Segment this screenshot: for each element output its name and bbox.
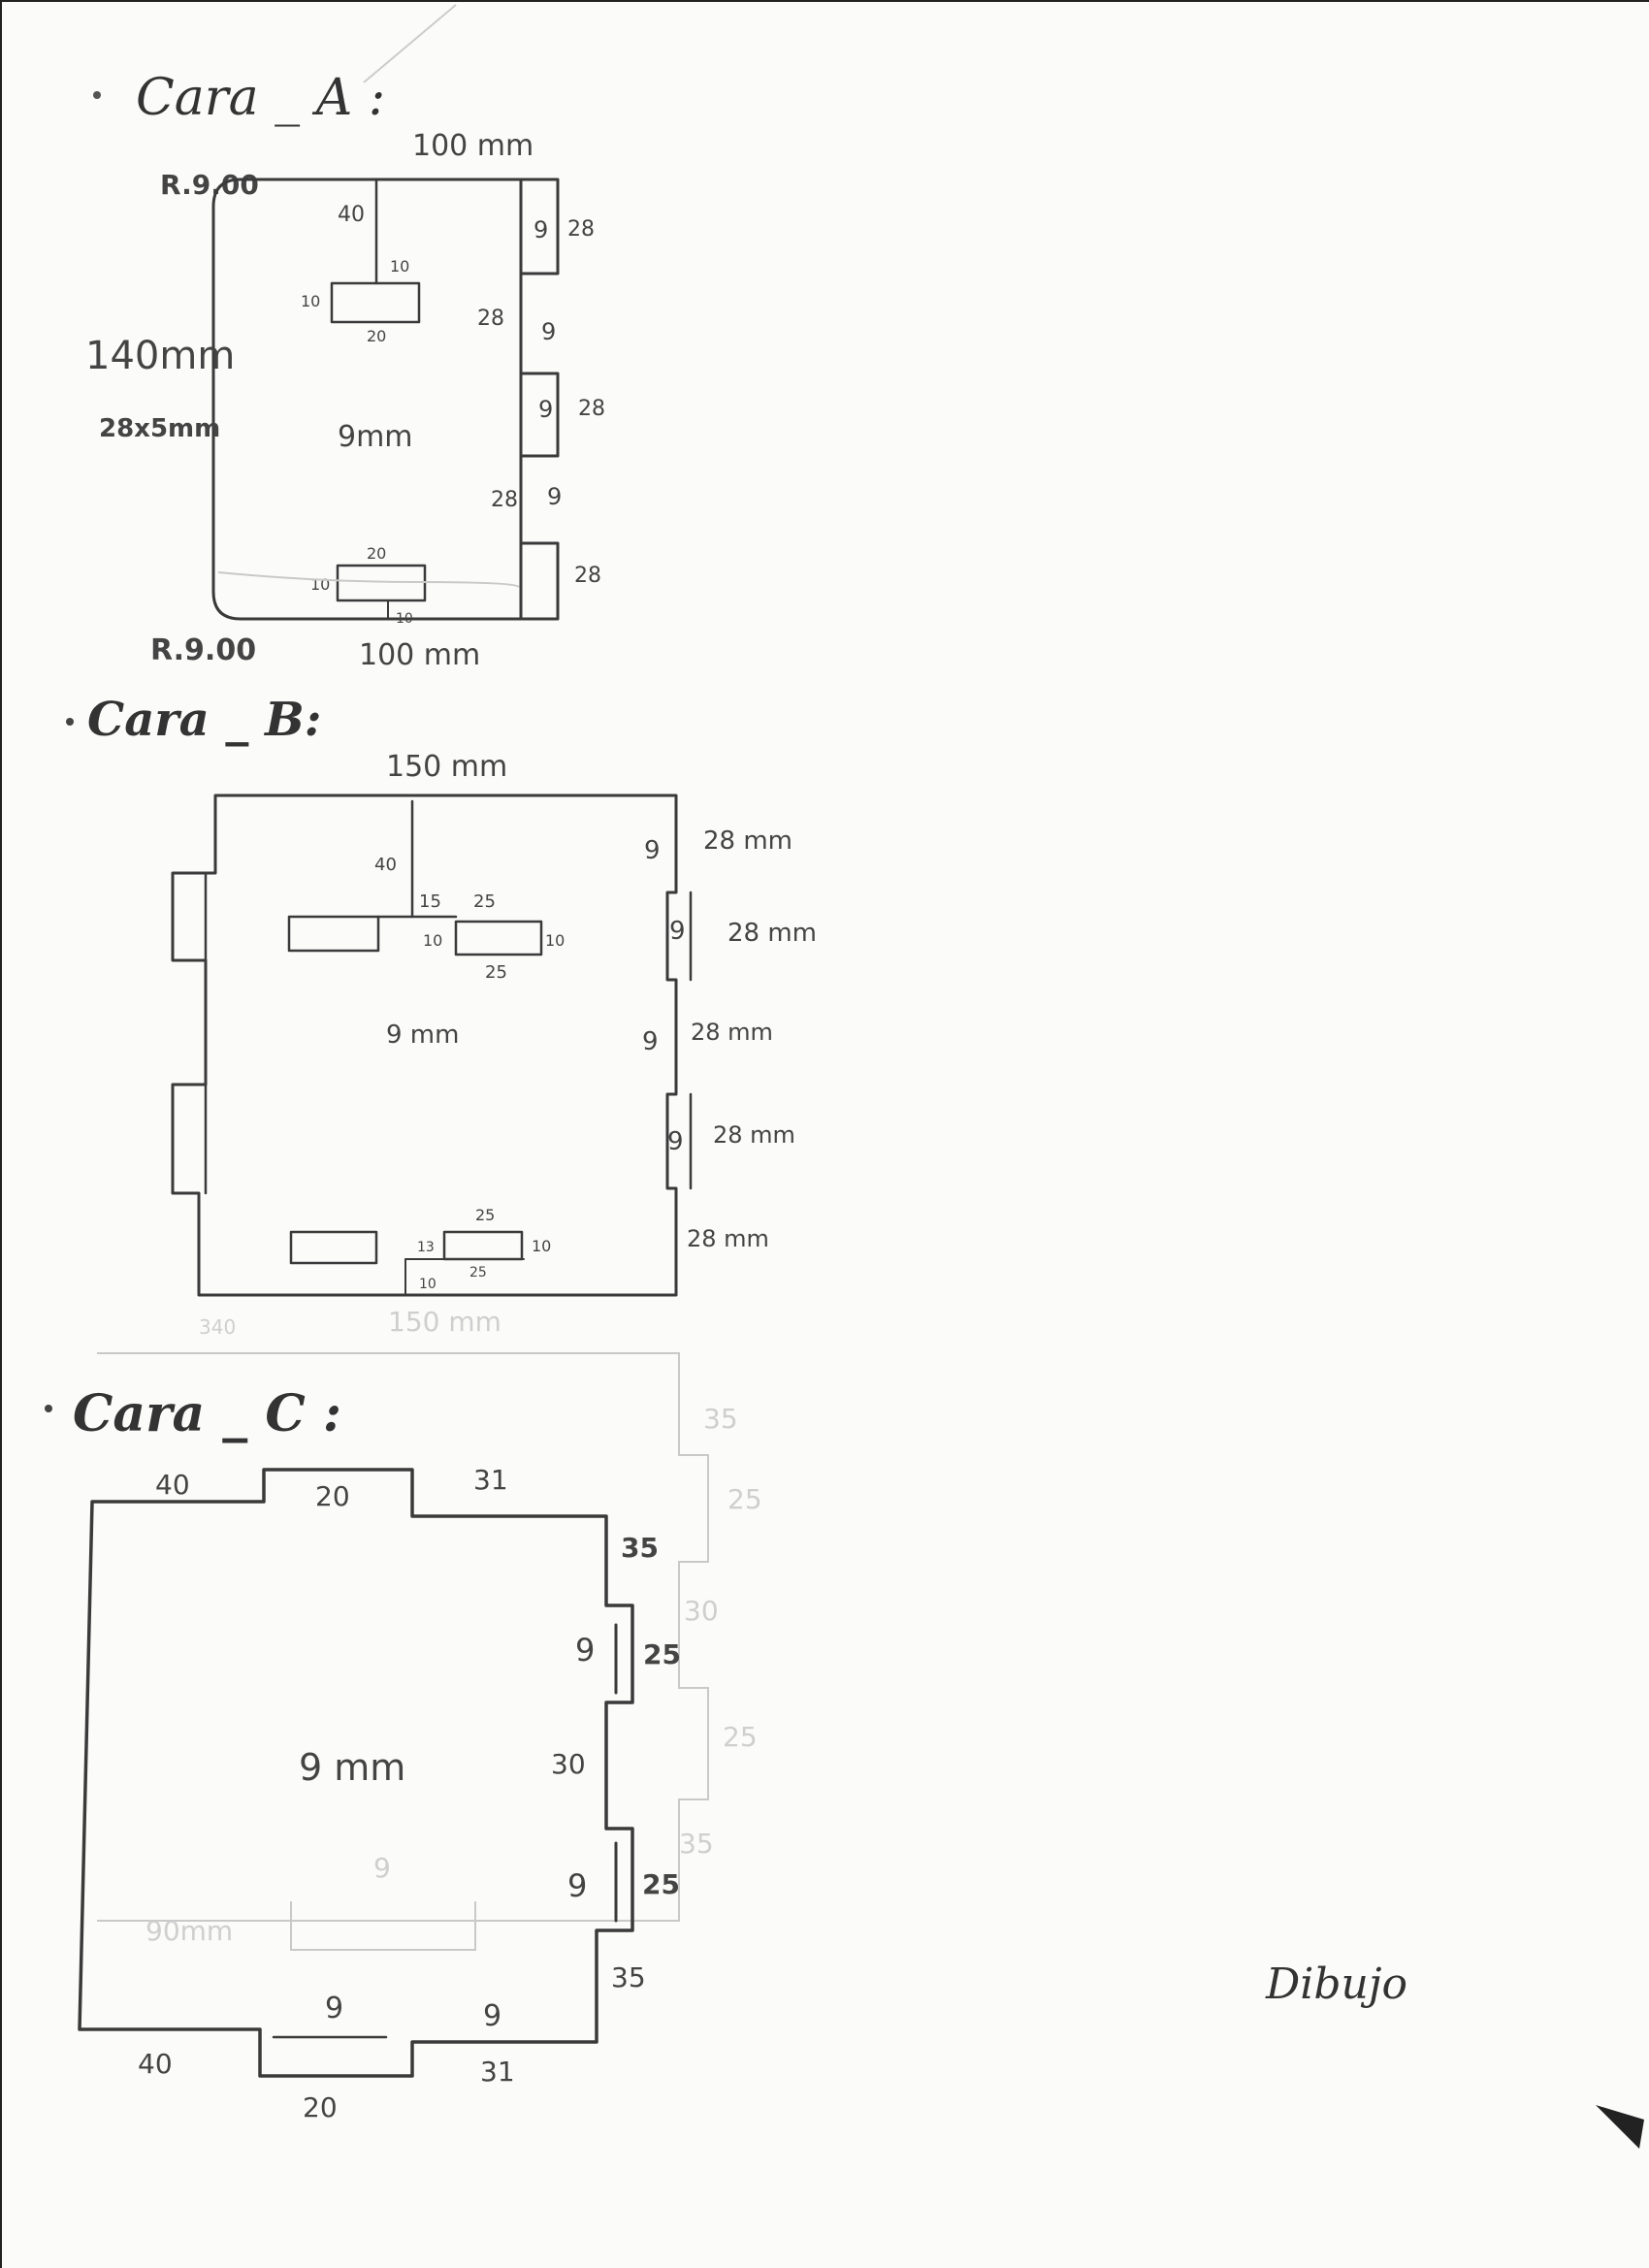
svg-text:30: 30: [684, 1595, 719, 1627]
cara-a-radius-top: R.9.00: [160, 169, 259, 201]
dim-label: 31: [473, 1464, 508, 1496]
dim-label: 25: [473, 891, 496, 912]
cara-b: Cara _ B: 150 mm 40 15 25 10 10 25 9 mm …: [66, 693, 817, 1297]
dim-label: 25: [469, 1265, 487, 1280]
bullet-icon: [45, 1405, 52, 1412]
cara-a-thickness: 9mm: [338, 420, 413, 454]
dim-label: 10: [419, 1277, 436, 1292]
dim-label: 40: [338, 203, 365, 227]
dim-label: 35: [621, 1532, 659, 1564]
cara-b-title: Cara _ B:: [87, 693, 321, 747]
dim-label: 10: [396, 611, 413, 627]
dim-label: 9: [538, 396, 553, 423]
stray-mark: [363, 4, 457, 83]
dim-label: 25: [475, 1206, 495, 1224]
cara-c: Cara _ C : 40 20 31 35 9 25 30 9 mm 9 25…: [45, 1384, 681, 2123]
dim-label: 20: [303, 2091, 338, 2123]
cara-a: Cara _ A : 100 mm R.9.00 40 10 10 20 20 …: [85, 69, 605, 672]
svg-text:340: 340: [199, 1315, 236, 1339]
dim-label: 10: [423, 931, 442, 950]
cara-b-slot-left: [287, 915, 380, 953]
dim-label: 9: [534, 216, 548, 243]
svg-text:90mm: 90mm: [146, 1915, 233, 1947]
cara-b-slot-left: [289, 1230, 378, 1265]
dim-label: 20: [367, 327, 386, 345]
faint-line: [217, 571, 520, 588]
cara-a-bottom-slot: [336, 564, 427, 602]
dim-label: 9: [325, 1992, 343, 2025]
dim-label: 9: [644, 836, 661, 865]
svg-text:25: 25: [723, 1721, 758, 1753]
dim-label: 20: [315, 1480, 350, 1512]
svg-text:35: 35: [703, 1403, 738, 1435]
dim-label: 10: [301, 292, 320, 310]
dim-label: 28 mm: [703, 826, 792, 856]
dim-label: 20: [367, 544, 386, 563]
cara-c-thickness: 9 mm: [299, 1746, 405, 1789]
dim-label: 9: [669, 917, 686, 946]
dim-label: 28 mm: [713, 1121, 795, 1149]
dim-label: 9: [575, 1632, 595, 1669]
dim-label: 25: [485, 962, 507, 983]
cara-a-height: 140mm: [85, 334, 235, 378]
cara-b-slot-right: [454, 920, 543, 956]
dim-label: 9: [541, 318, 556, 345]
cara-a-bottom-width: 100 mm: [359, 638, 480, 672]
svg-text:9: 9: [373, 1852, 391, 1884]
cara-a-top-slot: [330, 281, 421, 324]
dim-label: 9: [642, 1027, 659, 1056]
dim-label: 9: [483, 1999, 501, 2033]
signature: Dibujo: [1265, 1960, 1407, 2009]
corner-mark: [1596, 2105, 1644, 2149]
dim-label: 28: [491, 488, 518, 512]
bullet-icon: [66, 718, 74, 726]
dim-label: 10: [390, 257, 409, 275]
cara-b-outline: [171, 794, 678, 1297]
dim-label: 40: [138, 2048, 173, 2080]
dim-label: 28: [477, 307, 504, 331]
cara-a-title: Cara _ A :: [136, 69, 385, 127]
dim-label: 28 mm: [687, 1225, 769, 1252]
dim-label: 9: [567, 1867, 587, 1904]
cara-b-thickness: 9 mm: [386, 1021, 459, 1050]
dim-label: 30: [551, 1748, 586, 1780]
dim-label: 25: [643, 1638, 681, 1670]
dim-label: 28: [567, 217, 595, 242]
cara-a-top-width: 100 mm: [412, 129, 534, 163]
svg-text:25: 25: [728, 1483, 762, 1515]
cara-b-top-width: 150 mm: [386, 750, 507, 784]
dim-label: 40: [374, 855, 397, 875]
bullet-icon: [93, 91, 101, 99]
dim-label: 15: [419, 891, 441, 912]
cara-a-offset: 28x5mm: [99, 414, 220, 443]
dim-label: 28 mm: [728, 919, 817, 948]
dim-label: 28: [574, 564, 601, 588]
cara-b-slot-right: [442, 1230, 524, 1261]
dim-label: 10: [532, 1237, 551, 1255]
dim-label: 13: [417, 1240, 435, 1255]
svg-text:150 mm: 150 mm: [388, 1306, 501, 1338]
cara-a-outline: [211, 178, 560, 621]
dim-label: 31: [480, 2056, 515, 2088]
dim-label: 35: [611, 1961, 646, 1993]
dim-label: 10: [545, 931, 565, 950]
svg-text:35: 35: [679, 1828, 714, 1860]
ghost-traces: 150 mm 340 35 25 30 25 35 90mm 9: [97, 1306, 762, 1951]
dim-label: 25: [642, 1868, 680, 1900]
dim-label: 40: [155, 1469, 190, 1501]
cara-c-outline: [78, 1468, 634, 2078]
cara-a-radius-bottom: R.9.00: [150, 633, 256, 667]
dim-label: 28: [578, 397, 605, 421]
dim-label: 28 mm: [691, 1019, 773, 1046]
dim-label: 9: [547, 483, 562, 510]
dim-label: 10: [310, 575, 330, 594]
dim-label: 9: [667, 1127, 684, 1156]
cara-c-title: Cara _ C :: [73, 1384, 341, 1443]
